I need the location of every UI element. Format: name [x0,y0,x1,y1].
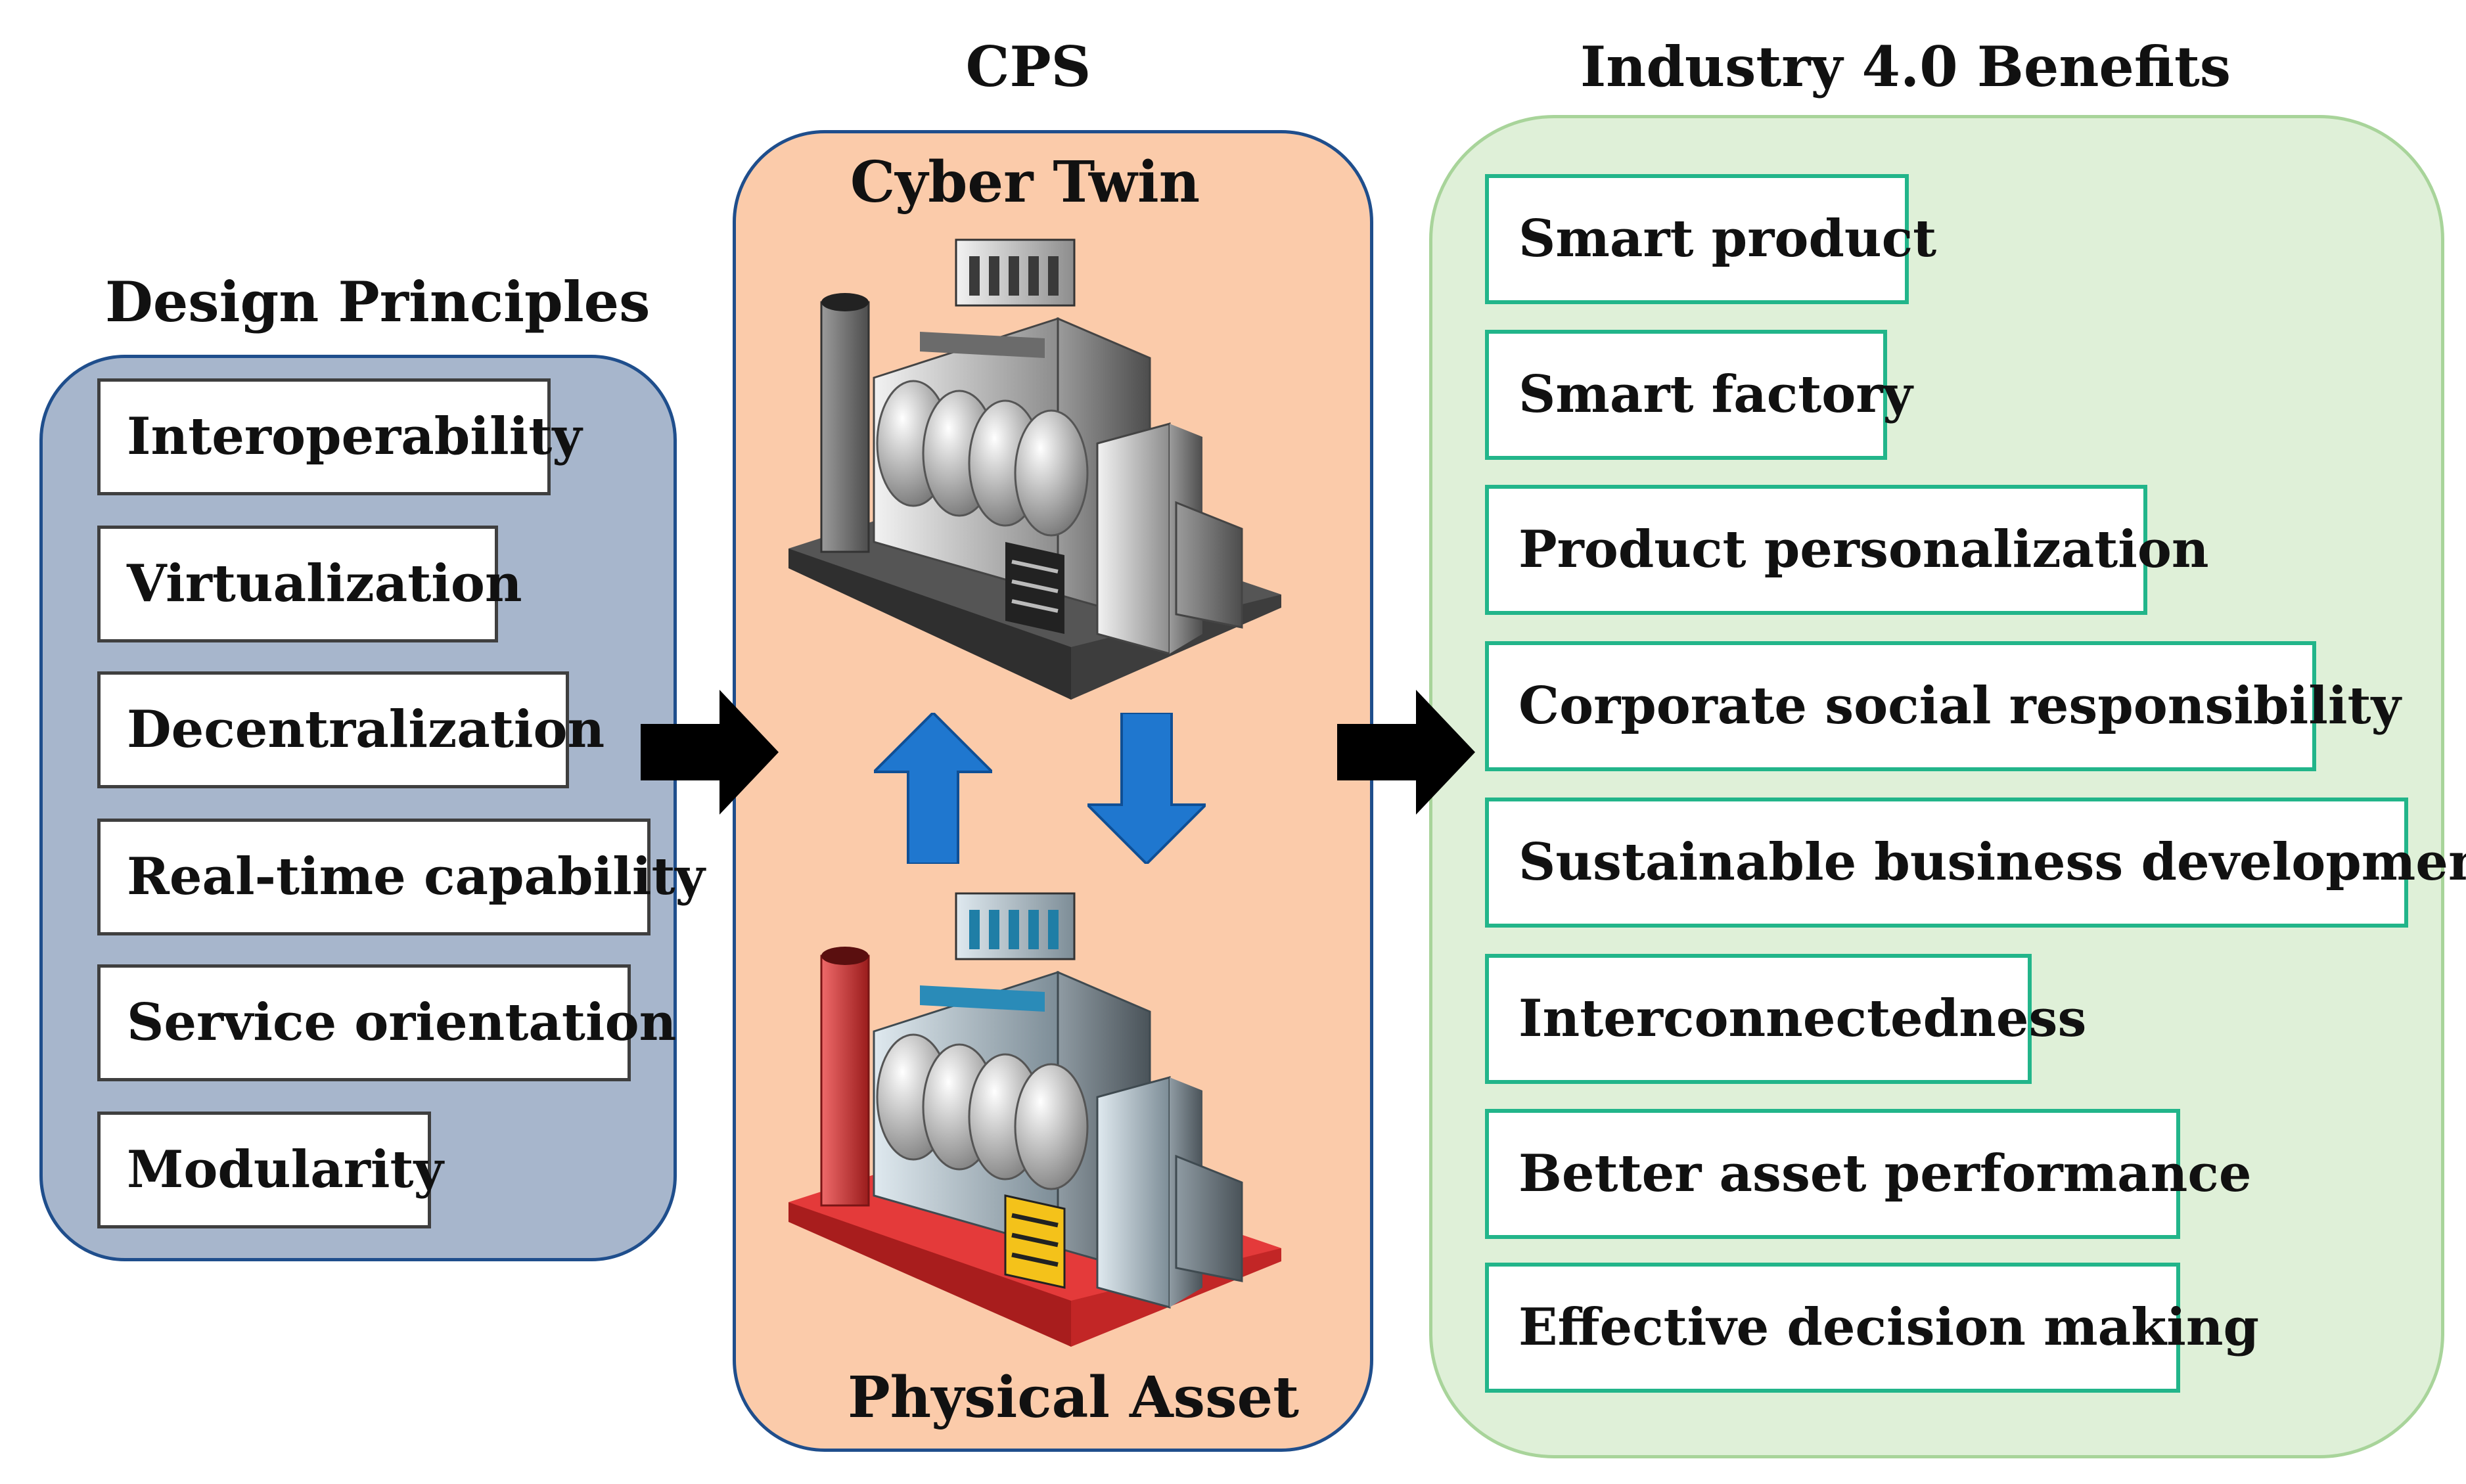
cps-heading: CPS [965,34,1091,99]
benefit-item: Effective decision making [1485,1263,2259,1393]
benefits-panel [1429,115,2444,1458]
physical-asset-factory-icon [788,892,1281,1347]
design-principles-panel [39,355,677,1261]
sync-arrow-up-icon [874,713,992,864]
physical-asset-label: Physical Asset [848,1364,1299,1431]
benefit-item: Corporate social responsibility [1485,641,2401,771]
flow-arrow-right-icon [1337,690,1475,815]
benefit-item: Smart product [1485,174,1936,304]
design-principle-item: Modularity [97,1112,444,1228]
flow-arrow-right-icon [641,690,779,815]
benefit-item: Product personalization [1485,485,2209,615]
design-principle-item: Interoperability [97,378,582,495]
design-principle-item: Virtualization [97,526,522,642]
benefit-item: Interconnectedness [1485,954,2086,1084]
design-principle-item: Real-time capability [97,819,705,935]
cyber-twin-factory-icon [788,238,1281,700]
benefit-item: Smart factory [1485,330,1913,460]
benefit-item: Better asset performance [1485,1109,2252,1239]
design-principle-item: Service orientation [97,964,676,1081]
design-principles-heading: Design Principles [105,269,651,334]
design-principle-item: Decentralization [97,671,605,788]
cyber-twin-label: Cyber Twin [850,149,1200,215]
benefit-item: Sustainable business development [1485,798,2466,928]
benefits-heading: Industry 4.0 Benefits [1580,34,2231,99]
sync-arrow-down-icon [1087,713,1206,864]
